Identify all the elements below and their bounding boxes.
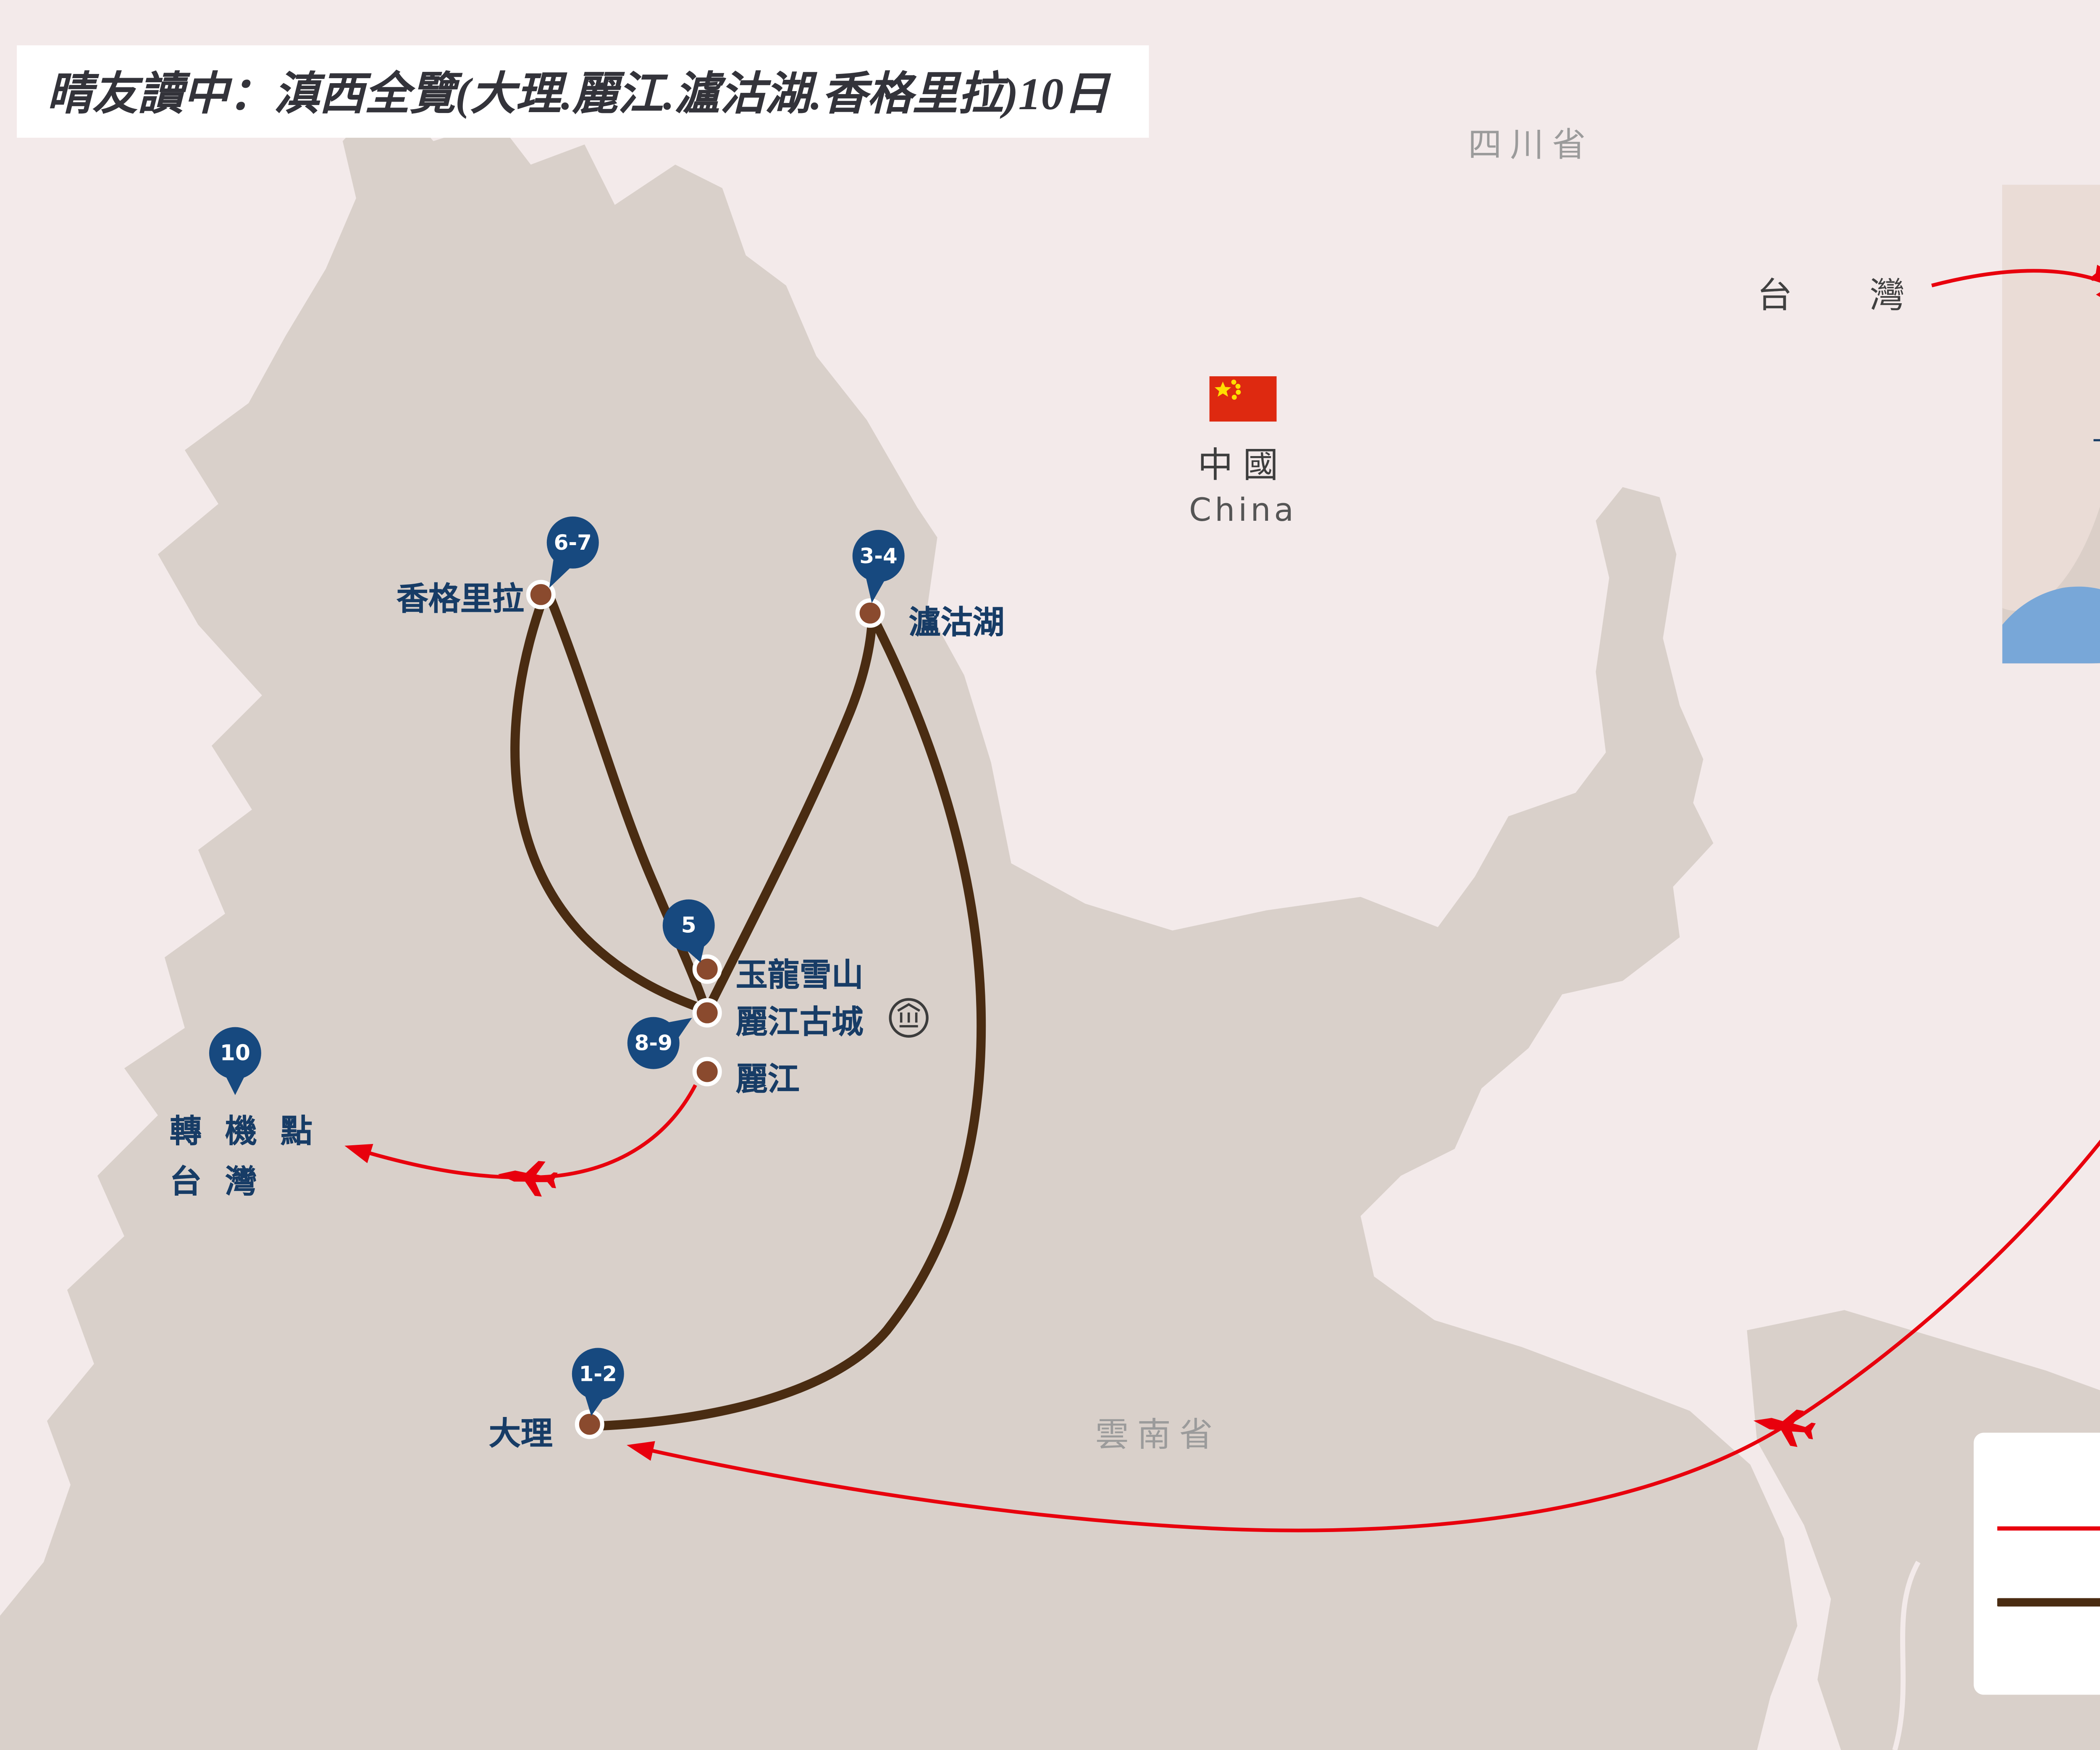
legend-box: 飛機 行車 主要停留點 住宿點（天數） UNESCO 世界遺產 [1974, 1433, 2100, 1695]
china-label-block: 中國 China [1159, 376, 1327, 529]
yunnan-landmass [0, 90, 1798, 1750]
inset-west-region [2002, 184, 2100, 611]
shanghai-inset-map [2002, 184, 2100, 664]
stop-label-jade-dragon: 玉龍雪山 [735, 957, 864, 994]
province-label-sichuan: 四川省 [1468, 124, 1594, 165]
river-channel-line [1892, 1561, 1921, 1750]
inset-hangzhou-bay [2002, 586, 2100, 664]
inset-map-layer [2002, 184, 2100, 664]
stop-label-lijiang-old-town: 麗江古城 [735, 1004, 864, 1042]
region-label-taiwan: 台灣 [1757, 275, 1982, 316]
stop-label-shangrila: 香格里拉 [396, 581, 524, 618]
transfer-label-line1: 轉機點 [169, 1113, 336, 1151]
inset-label-bicester: 上海比斯特購物村 [2093, 420, 2100, 447]
transfer-label-line2: 台灣 [169, 1164, 281, 1201]
stop-label-lugu: 瀘沽湖 [908, 604, 1005, 642]
country-label-china-en: China [1189, 492, 1297, 529]
map-title: 晴友讀中：滇西全覽(大理.麗江.瀘沽湖.香格里拉)10日 [47, 68, 1109, 119]
stop-label-dali: 大理 [488, 1416, 553, 1453]
province-label-yunnan: 雲南省 [1095, 1414, 1221, 1455]
country-label-china-cn: 中國 [1197, 445, 1289, 485]
drive-line-icon [1997, 1598, 2100, 1607]
china-flag-icon [1209, 376, 1277, 422]
flight-arrow-icon [1997, 1526, 2100, 1531]
stop-label-lijiang: 麗江 [735, 1061, 800, 1099]
map-title-bar: 晴友讀中：滇西全覽(大理.麗江.瀘沽湖.香格里拉)10日 [16, 45, 1150, 138]
stop-label-transfer: 轉機點 台灣 [170, 1107, 336, 1208]
